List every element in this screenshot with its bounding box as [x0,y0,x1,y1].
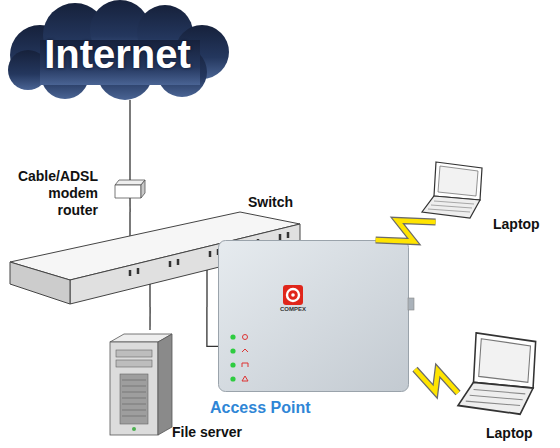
wireless-link-stroke [376,220,436,241]
laptop-node: Laptop [422,160,490,222]
ethernet-cable [150,307,151,330]
wireless-link-stroke [376,220,436,241]
laptop-icon [422,160,490,222]
access-point-box [218,240,415,392]
node-label: Laptop [493,216,553,233]
access-point-node: Access Point [218,240,415,392]
wireless-link [415,369,458,393]
file-server-node: File server [110,330,172,435]
node-label: Laptop [486,425,546,442]
modem-router-node: Cable/ADSL modem router [115,180,145,198]
wireless-link [376,220,436,241]
node-label: Switch [248,194,308,211]
brand-logo-text: COMPEX [274,306,312,313]
cable-line [130,100,131,180]
wireless-link-stroke [415,369,458,393]
ethernet-cable-stroke [207,307,218,346]
node-label: Internet [0,30,235,78]
file-server-tower [110,330,172,435]
node-label: Cable/ADSL modem router [10,168,98,218]
internet-cloud-node: Internet [0,0,235,100]
cable-line-stroke [129,100,130,180]
ethernet-cable [207,307,218,346]
laptop-icon [458,330,546,420]
modem-router-box [115,180,145,198]
node-label: Access Point [210,398,360,417]
wireless-link-stroke [415,369,458,393]
ethernet-cable-stroke [149,307,150,330]
cable-line [130,198,131,212]
cable-line-stroke [129,198,130,212]
node-label: File server [172,424,272,441]
laptop-node: Laptop [458,330,546,420]
